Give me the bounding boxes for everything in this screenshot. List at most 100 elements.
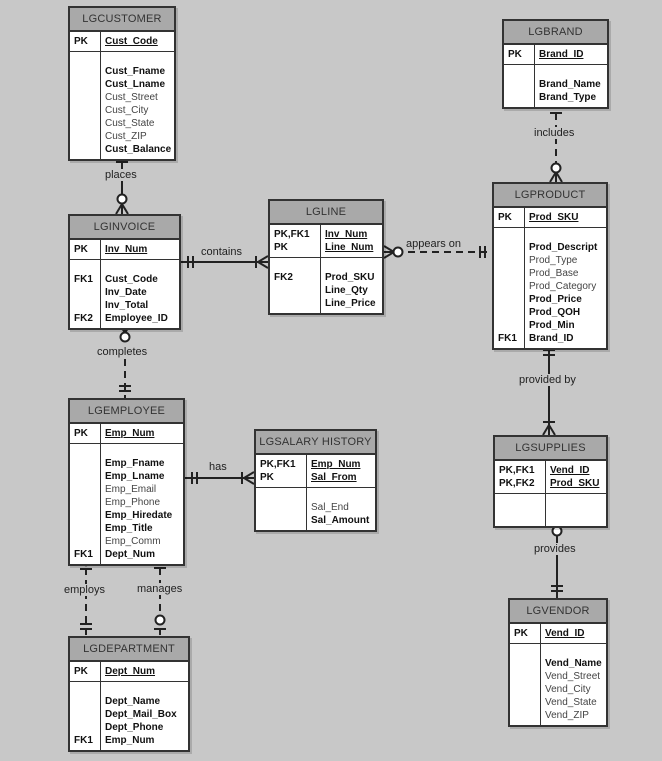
attr-column: Prod_SKU bbox=[525, 208, 606, 227]
pk-attribute: Inv_Num bbox=[105, 244, 148, 255]
key-label: PK,FK1 bbox=[499, 465, 535, 476]
pk-attribute: Inv_Num bbox=[325, 229, 368, 240]
key-label bbox=[74, 143, 100, 156]
cardinality-circle bbox=[119, 331, 131, 343]
key-label bbox=[498, 280, 524, 293]
key-column bbox=[256, 488, 307, 530]
rel-label-manages: manages bbox=[136, 583, 184, 595]
attribute: Prod_Base bbox=[529, 268, 579, 279]
key-column: PK bbox=[504, 45, 535, 64]
key-column bbox=[70, 52, 101, 159]
attribute: Brand_Name bbox=[539, 79, 601, 90]
attribute: Emp_Fname bbox=[105, 458, 165, 469]
pk-section: PK Brand_ID bbox=[504, 45, 607, 65]
key-label bbox=[74, 286, 100, 299]
key-label bbox=[508, 91, 534, 104]
attr-column: Dept_Num bbox=[101, 662, 188, 681]
pk-attribute: Line_Num bbox=[325, 242, 374, 253]
attribute: Vend_Name bbox=[545, 658, 602, 669]
pk-attribute: Brand_ID bbox=[539, 49, 584, 60]
attribute: Prod_Category bbox=[529, 281, 597, 292]
attribute: Inv_Total bbox=[105, 300, 149, 311]
rel-label-includes: includes bbox=[533, 127, 576, 139]
attribute: Vend_ZIP bbox=[545, 710, 589, 721]
pk-attribute: Emp_Num bbox=[105, 428, 155, 439]
key-label: FK2 bbox=[274, 272, 293, 283]
attribute: Vend_City bbox=[545, 684, 591, 695]
pk-section: PK Cust_Code bbox=[70, 32, 174, 52]
attribute: Emp_Num bbox=[105, 735, 155, 746]
key-label: FK1 bbox=[74, 274, 93, 285]
attribute: Cust_Street bbox=[105, 92, 158, 103]
key-label bbox=[74, 65, 100, 78]
attribute: Line_Qty bbox=[325, 285, 368, 296]
rel-label-provides: provides bbox=[533, 543, 577, 555]
entity-title: LGDEPARTMENT bbox=[70, 638, 188, 662]
key-label bbox=[74, 78, 100, 91]
attribute: Dept_Mail_Box bbox=[105, 709, 177, 720]
key-label bbox=[498, 267, 524, 280]
attribute: Brand_ID bbox=[529, 333, 574, 344]
key-column: PK bbox=[510, 624, 541, 643]
key-column: PK bbox=[70, 662, 101, 681]
attribute: Employee_ID bbox=[105, 313, 168, 324]
pk-attribute: Vend_ID bbox=[545, 628, 585, 639]
key-column bbox=[510, 644, 541, 725]
entity-title: LGINVOICE bbox=[70, 216, 179, 240]
attribute: Vend_State bbox=[545, 697, 597, 708]
cardinality-circle bbox=[154, 614, 166, 626]
attribute: Cust_ZIP bbox=[105, 131, 147, 142]
pk-attribute: Prod_SKU bbox=[529, 212, 579, 223]
key-label bbox=[74, 117, 100, 130]
key-label: PK bbox=[74, 36, 88, 47]
key-label bbox=[514, 670, 540, 683]
key-label bbox=[260, 514, 306, 527]
attribute: Dept_Name bbox=[105, 696, 161, 707]
key-column: FK1 bbox=[70, 682, 101, 750]
key-column bbox=[495, 494, 546, 526]
attribute: Prod_Type bbox=[529, 255, 578, 266]
entity-title: LGVENDOR bbox=[510, 600, 606, 624]
attribute: Cust_State bbox=[105, 118, 155, 129]
attribute: Vend_Street bbox=[545, 671, 601, 682]
key-label bbox=[74, 299, 100, 312]
key-label: PK bbox=[274, 242, 288, 253]
key-label bbox=[508, 78, 534, 91]
attribute: Prod_QOH bbox=[529, 307, 581, 318]
entity-title: LGSALARY HISTORY bbox=[256, 431, 375, 455]
attr-column: Emp_Num bbox=[101, 424, 183, 443]
key-label: PK bbox=[498, 212, 512, 223]
key-label bbox=[74, 496, 100, 509]
pk-section: PK Prod_SKU bbox=[494, 208, 606, 228]
attr-section bbox=[495, 494, 606, 526]
attr-column: Cust_Code bbox=[101, 32, 174, 51]
key-label bbox=[74, 91, 100, 104]
